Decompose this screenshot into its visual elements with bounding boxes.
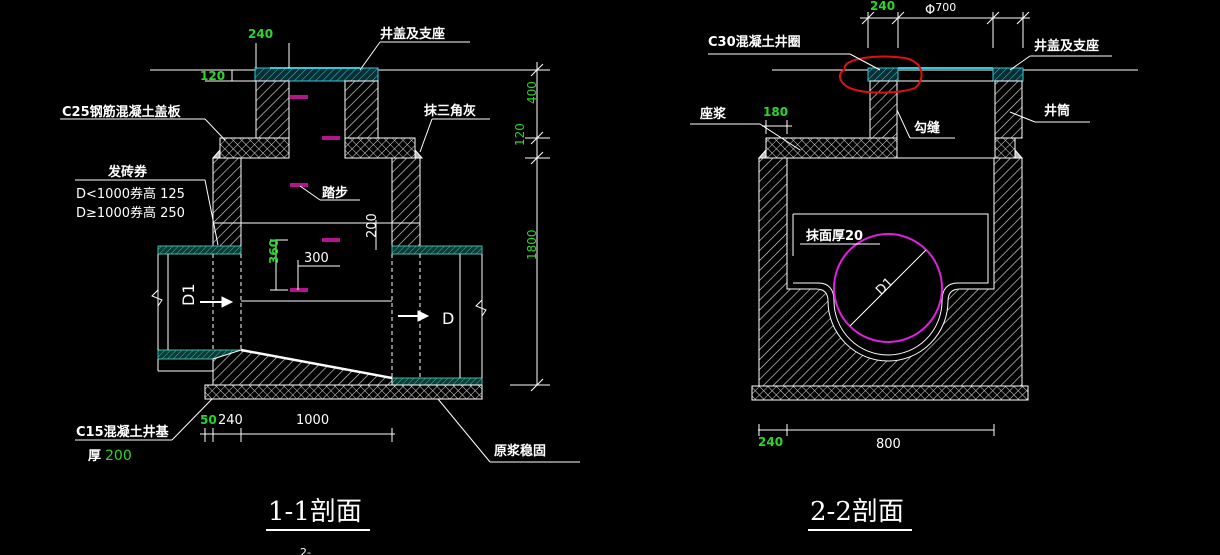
label-cover-slab: C25钢筋混凝土盖板 (62, 104, 182, 120)
label-pipe-d1: D1 (873, 275, 897, 299)
label-arch-rule-1: D<1000券高 125 (76, 186, 185, 202)
label-mortar: 原浆稳固 (494, 443, 546, 459)
dim-180: 180 (763, 105, 788, 119)
dim-h120: 120 (513, 123, 527, 146)
dim-top-240: 240 (248, 27, 273, 41)
step-rung (290, 95, 308, 99)
label-joint: 勾缝 (914, 120, 940, 136)
label-base: C15混凝土井基 (76, 424, 170, 440)
cover-seat-left (867, 67, 899, 82)
shaft-body (758, 157, 1023, 387)
dim-b800: 800 (876, 437, 901, 452)
dim-b50: 50 (200, 413, 217, 427)
section-title-1-1: 1-1剖面 (268, 497, 362, 527)
brick-arch-right (391, 222, 421, 249)
label-outlet-pipe: D (442, 309, 454, 328)
cover-slab-right (344, 137, 416, 159)
section-title-2-2: 2-2剖面 (810, 497, 904, 527)
dim-top-120: 120 (200, 69, 225, 83)
cover-seat-right (992, 67, 1024, 82)
dim-h400: 400 (525, 81, 539, 104)
shaft-wall-left (212, 157, 242, 224)
section-2-2 (690, 11, 1138, 531)
dim-h1800: 1800 (525, 229, 539, 260)
neck-wall-left (255, 80, 290, 139)
partial-text: 2- (300, 546, 311, 555)
neck-wall-right (344, 80, 379, 139)
label-step: 踏步 (322, 185, 348, 201)
section-1-1 (60, 41, 580, 531)
step-rung (322, 136, 340, 140)
cover-slab-left (219, 137, 290, 159)
outlet-pipe-top (391, 245, 483, 255)
dim-top-240-2: 240 (870, 0, 895, 13)
label-inlet-pipe: D1 (179, 284, 198, 307)
label-ring: C30混凝土井圈 (708, 34, 801, 50)
step-rung (290, 183, 308, 187)
inlet-pipe-top (157, 245, 242, 255)
label-plaster: 抹面厚20 (806, 228, 863, 244)
base-slab (204, 384, 483, 400)
ring-wall-left (869, 80, 898, 139)
label-shaft: 井筒 (1044, 103, 1070, 119)
manhole-cover (254, 67, 379, 82)
label-brick-arch: 发砖券 (107, 164, 148, 180)
label-arch-rule-2: D≥1000券高 250 (76, 205, 185, 221)
dim-phi-700: Φ700 (925, 1, 956, 18)
base-slab (751, 385, 1029, 401)
dim-h300: 300 (304, 251, 329, 266)
dim-v200: 200 (365, 213, 380, 238)
label-triangle-plaster: 抹三角灰 (424, 103, 476, 119)
label-cover-seat-2: 井盖及支座 (1034, 38, 1099, 54)
step-rung (322, 238, 340, 242)
markup-circle[interactable] (838, 55, 923, 94)
brick-arch-left (212, 222, 242, 249)
ring-wall-right (994, 80, 1023, 139)
step-rung (290, 288, 308, 292)
dim-b240: 240 (218, 413, 243, 428)
dim-v360: 360 (267, 239, 281, 264)
dim-b1000: 1000 (296, 413, 329, 428)
dim-b240-2: 240 (758, 435, 783, 449)
label-cover-seat: 井盖及支座 (380, 26, 445, 42)
pipe-circle (833, 233, 943, 343)
shaft-wall-right (391, 157, 421, 224)
label-bedding: 座浆 (699, 106, 727, 122)
channel-benching (212, 349, 393, 386)
